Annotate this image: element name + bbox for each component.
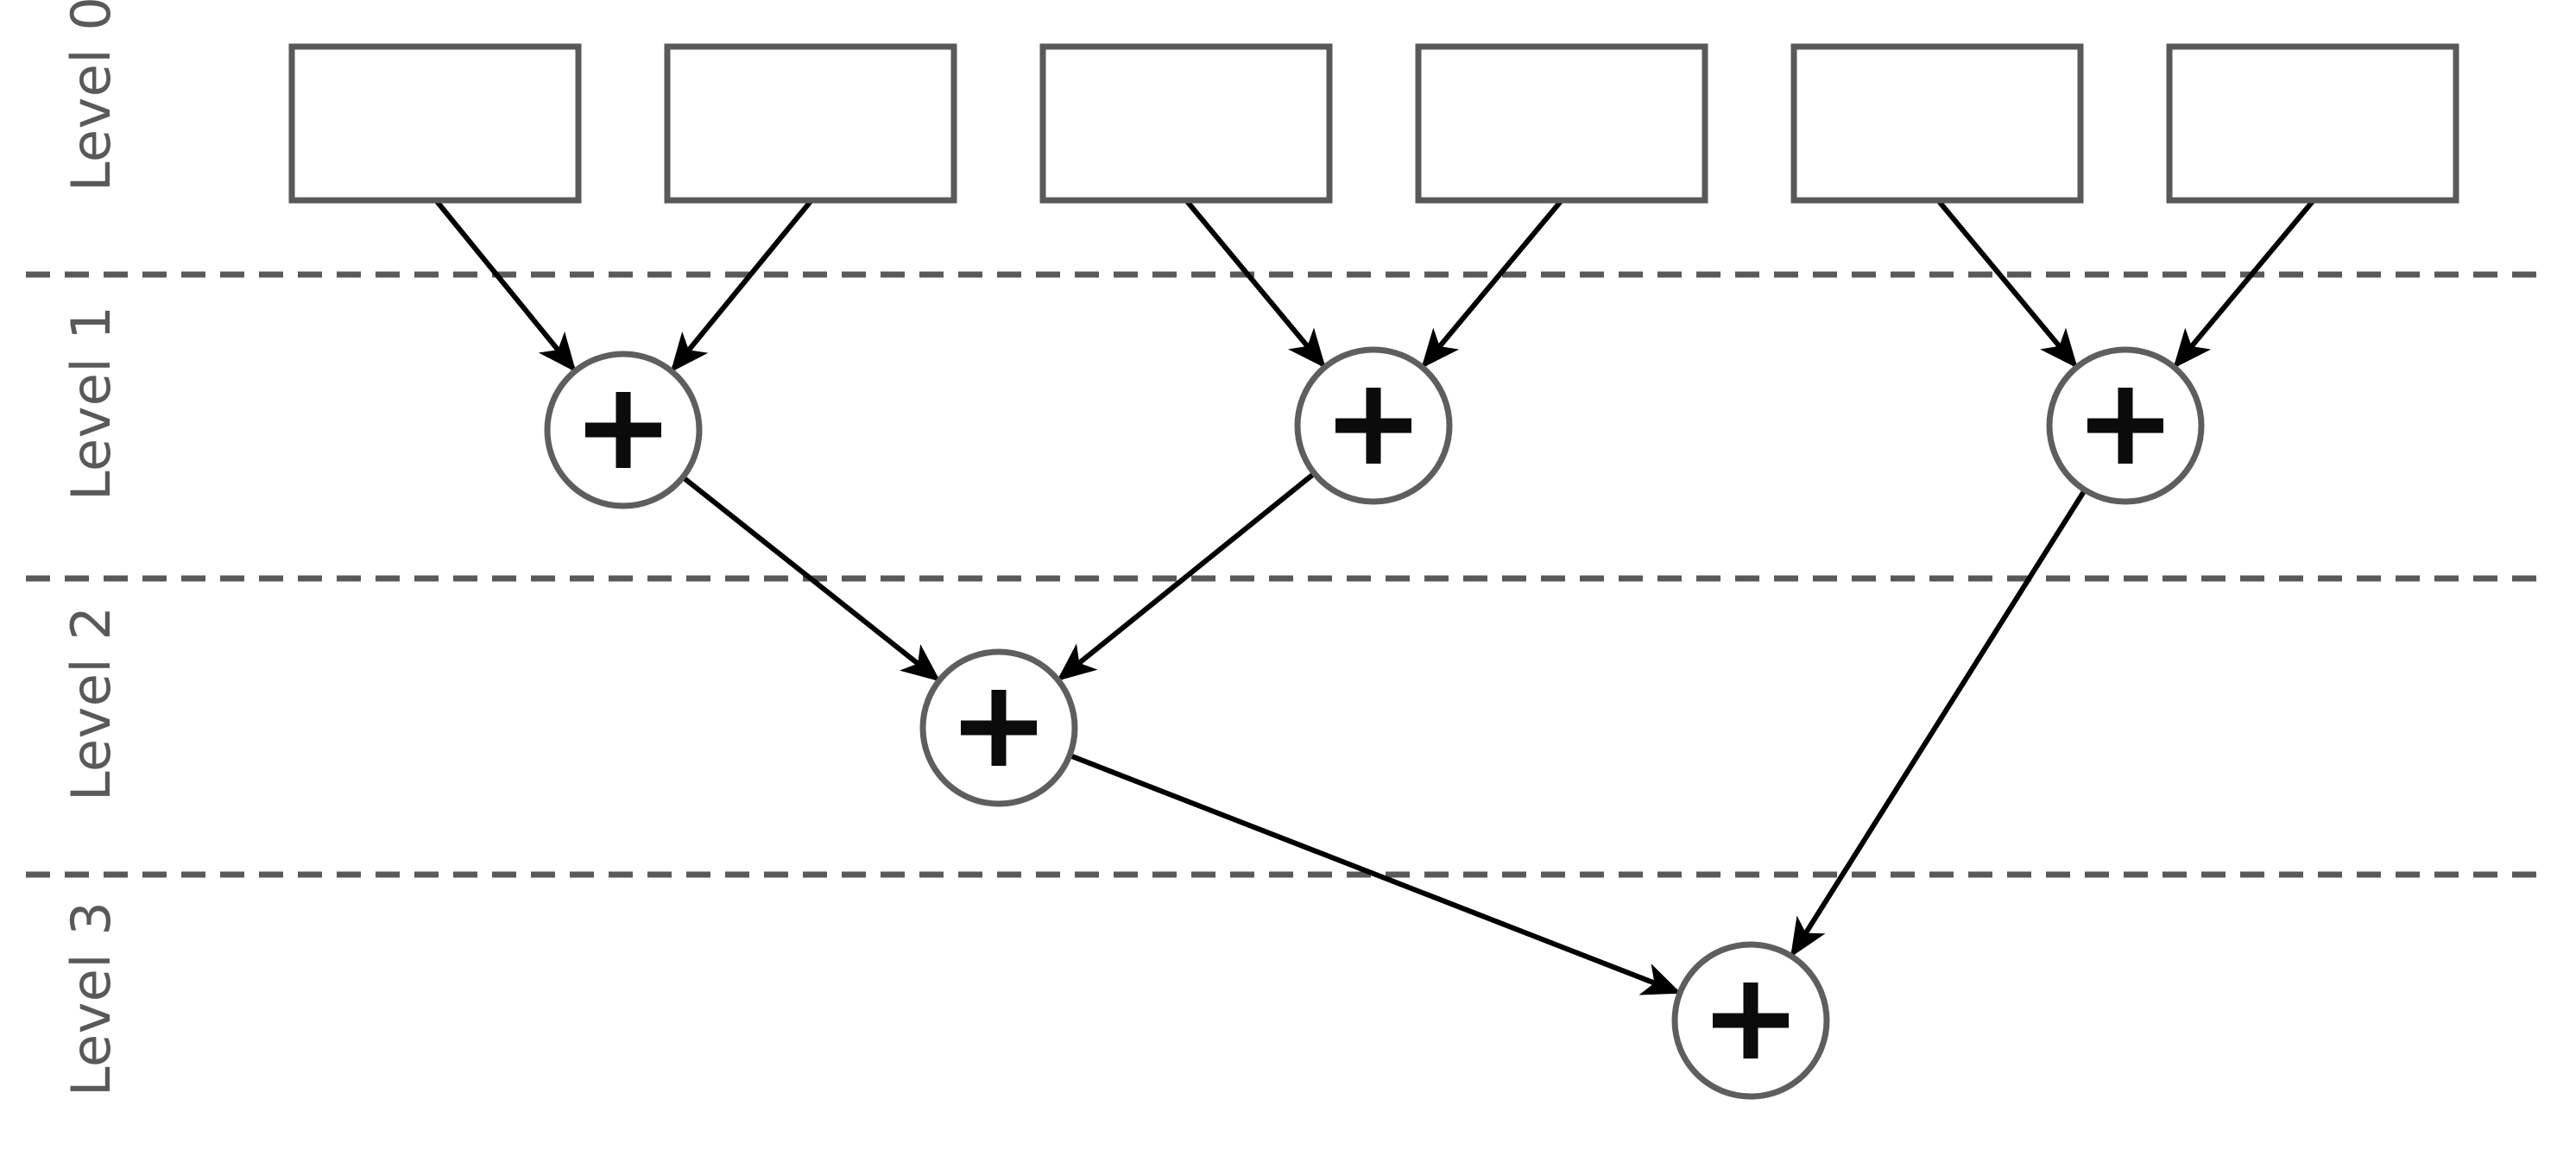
adder-l1-a[interactable]: + [544,351,703,509]
adder-l3-a-plus-icon-vertical [1743,983,1758,1058]
box-6-rect[interactable] [2166,43,2459,204]
edge-l1b-to-l2a [1057,471,1316,681]
box-5-rect[interactable] [1790,43,2084,204]
edge-box5-to-l1c [1935,199,2078,369]
edge-box1-to-l1a [433,199,577,373]
adder-l3-a[interactable]: + [1671,941,1830,1100]
box-2[interactable] [664,43,957,204]
level-3-label: Level 3 [60,901,123,1096]
box-4-rect[interactable] [1415,43,1708,204]
adder-l1-c-plus-icon-vertical [2118,388,2133,464]
edge-l2a-to-l3a [1068,753,1682,995]
box-4[interactable] [1415,43,1708,204]
edge-box3-to-l1b [1184,199,1326,369]
box-1-rect[interactable] [288,43,582,204]
adder-l2-a-plus-icon-vertical [991,690,1007,766]
edge-box6-to-l1c [2173,199,2316,369]
adder-nodes-group: + + + + + [544,346,2205,1100]
edge-l1a-to-l2a [681,475,941,682]
edge-box4-to-l1b [1421,199,1564,369]
box-1[interactable] [288,43,582,204]
adder-l1-c[interactable]: + [2046,346,2205,505]
level0-boxes-group [288,43,2459,204]
adder-l1-b-plus-icon-vertical [1366,388,1381,464]
box-6[interactable] [2166,43,2459,204]
level-0-label: Level 0 [60,0,123,192]
level-1-label: Level 1 [60,306,123,501]
box-3[interactable] [1039,43,1333,204]
adder-l2-a[interactable]: + [919,648,1078,807]
edge-l1c-to-l3a [1790,488,2087,957]
edges-group [433,199,2316,995]
edge-box2-to-l1a [670,199,814,373]
adder-l1-b[interactable]: + [1294,346,1453,505]
box-5[interactable] [1790,43,2084,204]
adder-l1-a-plus-icon-vertical [616,392,631,468]
level-labels-group: Level 0 Level 1 Level 2 Level 3 [60,0,123,1096]
box-2-rect[interactable] [664,43,957,204]
box-3-rect[interactable] [1039,43,1333,204]
level-separators [26,271,2551,878]
level-2-label: Level 2 [60,606,123,801]
